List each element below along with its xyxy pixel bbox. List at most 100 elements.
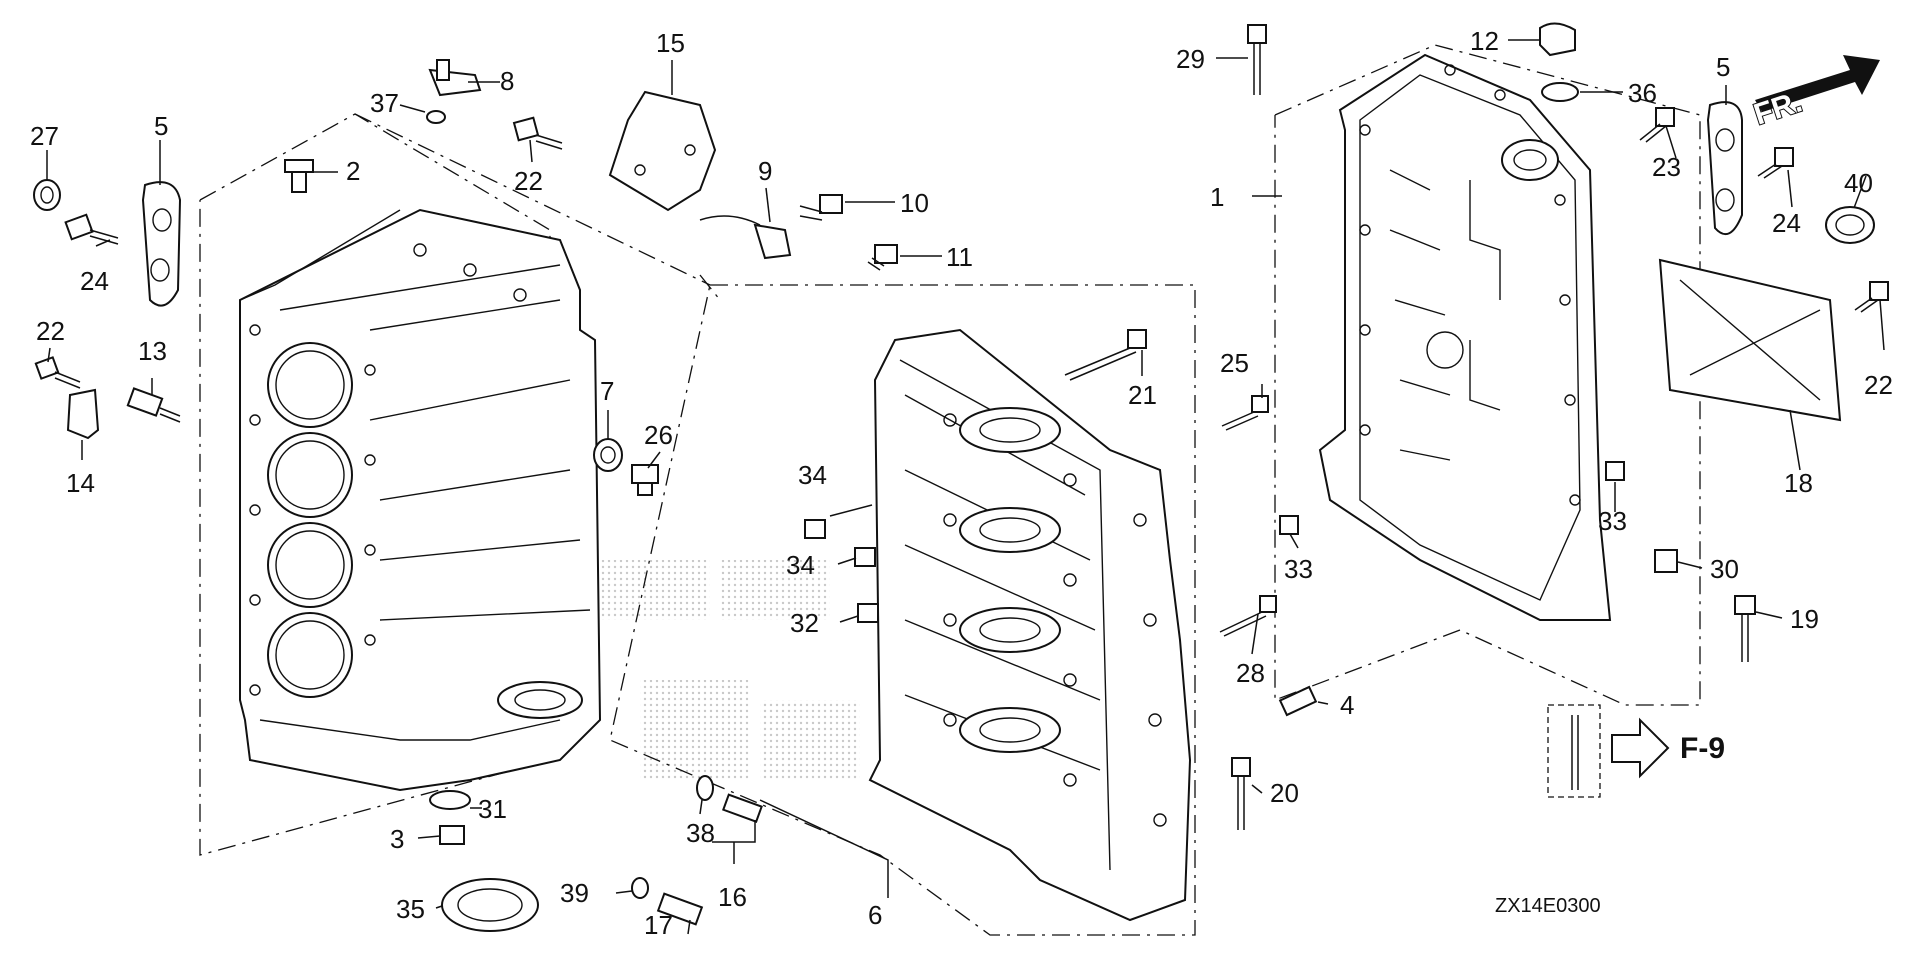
part-12-filler-cap (1539, 22, 1576, 57)
part-23-bolt (1639, 107, 1675, 143)
part-5-gasket-left (141, 181, 182, 307)
callout-34-lower: 34 (786, 550, 815, 580)
part-33-dowel-right (1605, 461, 1625, 481)
callout-12: 12 (1470, 26, 1499, 56)
callout-18: 18 (1784, 468, 1813, 498)
callout-labels: 27 5 24 22 13 14 2 37 8 22 15 9 10 11 7 … (30, 26, 1893, 940)
part-36-seal (1541, 82, 1579, 102)
callout-27: 27 (30, 121, 59, 151)
callout-14: 14 (66, 468, 95, 498)
callout-5-left: 5 (154, 111, 168, 141)
callout-31: 31 (478, 794, 507, 824)
callout-22-left: 22 (36, 316, 65, 346)
callout-29: 29 (1176, 44, 1205, 74)
callout-34-upper: 34 (798, 460, 827, 490)
part-22-bolt-left (34, 356, 81, 389)
part-19-bolt (1734, 595, 1756, 662)
part-10-bolt (799, 194, 843, 221)
callout-33-left: 33 (1284, 554, 1313, 584)
part-3-plug (439, 825, 465, 845)
part-33-dowel-left (1279, 515, 1299, 535)
reference-stud-box (1547, 704, 1601, 798)
part-15-bracket (608, 90, 717, 212)
part-37-washer (426, 110, 446, 124)
callout-21: 21 (1128, 380, 1157, 410)
callout-20: 20 (1270, 778, 1299, 808)
callout-5-right: 5 (1716, 52, 1730, 82)
callout-32: 32 (790, 608, 819, 638)
callout-13: 13 (138, 336, 167, 366)
callout-3: 3 (390, 824, 404, 854)
part-4-stud (1278, 685, 1318, 717)
crankcase-middle (868, 328, 1192, 922)
part-25-bolt (1221, 395, 1269, 431)
part-9-sensor-wire (699, 215, 792, 260)
part-39-washer (631, 877, 649, 899)
part-29-bolt (1247, 24, 1267, 95)
callout-6: 6 (868, 900, 882, 930)
part-32-dowel (857, 603, 879, 623)
callout-30: 30 (1710, 554, 1739, 584)
callout-40: 40 (1844, 168, 1873, 198)
part-21-stud (1064, 329, 1147, 381)
callout-15: 15 (656, 28, 685, 58)
leader-lines (46, 39, 1885, 935)
callout-23: 23 (1652, 152, 1681, 182)
part-8-sensor (428, 59, 482, 97)
part-30-plug (1654, 549, 1678, 573)
part-17-sensor (656, 892, 704, 926)
part-22-bolt-right (1854, 281, 1889, 313)
callout-22-upper: 22 (514, 166, 543, 196)
callout-10: 10 (900, 188, 929, 218)
assembly-outline-middle (609, 274, 1196, 936)
callout-17: 17 (644, 910, 673, 940)
callout-7: 7 (600, 376, 614, 406)
part-24-bolt-left (64, 213, 119, 245)
reference-page-label[interactable]: F-9 (1680, 732, 1725, 765)
callout-35: 35 (396, 894, 425, 924)
part-28-bolt (1219, 595, 1277, 637)
callout-8: 8 (500, 66, 514, 96)
cylinder-block-left (239, 208, 602, 792)
callout-39: 39 (560, 878, 589, 908)
part-14-bracket (66, 388, 100, 440)
front-direction-label: FR. (1750, 85, 1806, 131)
part-20-bolt (1231, 757, 1251, 830)
assembly-outline-right (1274, 44, 1701, 706)
callout-26: 26 (644, 420, 673, 450)
callout-16: 16 (718, 882, 747, 912)
callout-22-right: 22 (1864, 370, 1893, 400)
part-5-gasket-right (1706, 101, 1743, 236)
part-24-bolt-right (1757, 147, 1794, 179)
callout-1: 1 (1210, 182, 1224, 212)
callout-37: 37 (370, 88, 399, 118)
part-38-washer (696, 775, 714, 801)
part-7-seal (593, 438, 623, 472)
callout-4: 4 (1340, 690, 1354, 720)
part-27-seal (33, 179, 61, 211)
part-40-clip (1825, 206, 1875, 244)
part-34-dowel-lower (854, 547, 876, 567)
part-18-cover-plate (1658, 258, 1842, 422)
part-2-plug (284, 159, 314, 193)
callout-25: 25 (1220, 348, 1249, 378)
diagram-code: ZX14E0300 (1495, 895, 1601, 917)
part-11-bolt (867, 244, 898, 271)
callout-24-left: 24 (80, 266, 109, 296)
reference-arrow-icon (1611, 717, 1670, 779)
part-13-sensor (126, 387, 181, 423)
front-direction-arrow-icon (1755, 55, 1880, 112)
callout-36: 36 (1628, 78, 1657, 108)
part-34-dowel-upper (804, 519, 826, 539)
part-31-seal (429, 790, 471, 810)
callout-2: 2 (346, 156, 360, 186)
callout-24-right: 24 (1772, 208, 1801, 238)
callout-19: 19 (1790, 604, 1819, 634)
part-16-sensor (722, 793, 763, 823)
part-35-oil-seal (441, 878, 539, 932)
crankcase-cover-right (1318, 53, 1612, 621)
callout-38: 38 (686, 818, 715, 848)
callout-9: 9 (758, 156, 772, 186)
callout-11: 11 (946, 242, 973, 272)
